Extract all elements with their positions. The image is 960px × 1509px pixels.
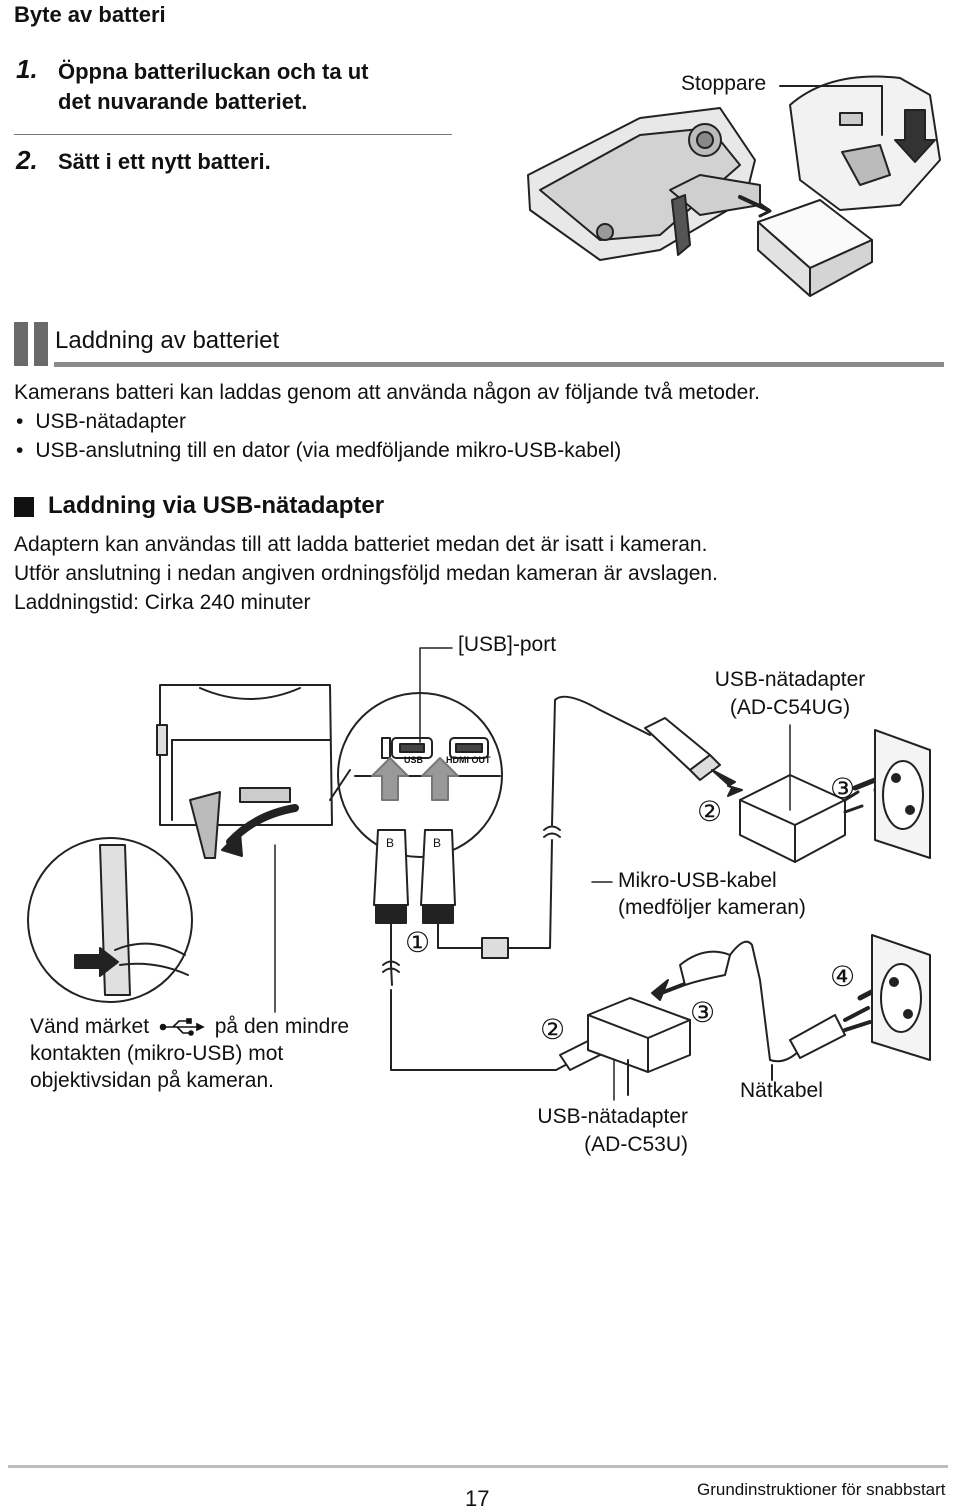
step2-text: Sätt i ett nytt batteri. [58, 149, 271, 174]
note-line1-post: på den mindre [214, 1015, 350, 1038]
adapter-ug-line1: USB-nätadapter [714, 668, 866, 691]
power-cable-label: Nätkabel [740, 1079, 823, 1102]
ad-c53u-adapter [587, 997, 691, 1096]
charging-time: Laddningstid: Cirka 240 minuter [14, 591, 311, 614]
orientation-note-line1: Vänd märket på den mindre [30, 1013, 349, 1040]
port-label-hdmi: HDMI OUT [446, 755, 491, 765]
adapter-paragraph-line2: Utför anslutning i nedan angiven ordning… [14, 562, 718, 585]
adapter-u-line1: USB-nätadapter [537, 1105, 688, 1128]
orientation-note-line3: objektivsidan på kameran. [30, 1069, 274, 1092]
step1-text-line2: det nuvarande batteriet. [58, 89, 308, 114]
footer-divider [8, 1465, 948, 1468]
orientation-note: Vänd märket på den mindre kontakten (mik… [30, 1013, 349, 1094]
step-2-marker: ② [697, 796, 723, 827]
step2-number: 2. [16, 145, 38, 175]
step1-text-line1: Öppna batteriluckan och ta ut [58, 59, 369, 84]
note-line1-pre: Vänd märket [30, 1015, 150, 1038]
heading-bar-block [34, 322, 48, 366]
adapter-ug-label: USB-nätadapter (AD-C54UG) [706, 666, 874, 722]
adapter-u-line2: (AD-C53U) [584, 1133, 688, 1156]
adapter-u-label: USB-nätadapter (AD-C53U) [520, 1103, 688, 1159]
camera-side-illustration [156, 684, 333, 859]
step1-number: 1. [16, 54, 38, 84]
port-label-usb: USB [404, 755, 424, 765]
ad-c54ug-adapter [739, 774, 898, 863]
subheading-square-icon [14, 497, 34, 517]
connector-b-label: B [433, 836, 442, 850]
adapter-ug-line2: (AD-C54UG) [729, 696, 851, 719]
usb-adapter-heading: Laddning via USB-nätadapter [48, 492, 385, 519]
step-3-marker: ③ [830, 773, 856, 804]
wall-socket-lower [871, 934, 931, 1061]
micro-usb-line1: Mikro-USB-kabel [618, 869, 777, 892]
page-number: 17 [465, 1486, 490, 1509]
charging-heading: Laddning av batteriet [55, 327, 280, 354]
battery-replace-title: Byte av batteri [14, 2, 166, 27]
step1-text: Öppna batteriluckan och ta ut det nuvara… [58, 57, 368, 117]
micro-usb-line2: (medföljer kameran) [618, 896, 806, 919]
heading-underline [54, 362, 944, 367]
step-4-marker: ④ [830, 961, 856, 992]
step-3-marker: ③ [690, 997, 716, 1028]
charging-intro: Kamerans batteri kan laddas genom att an… [14, 381, 760, 404]
section-heading-bar [14, 322, 944, 367]
orientation-note-line2: kontakten (mikro-USB) mot [30, 1042, 284, 1065]
method-item: USB-anslutning till en dator (via medföl… [16, 439, 621, 463]
usb-port-magnifier [329, 692, 503, 858]
step-divider [14, 134, 452, 135]
usb-a-plug [644, 717, 743, 797]
usb-symbol-icon [159, 1018, 205, 1037]
stopper-label: Stoppare [681, 72, 767, 95]
heading-bar-block [14, 322, 28, 366]
step-1-marker: ① [405, 927, 431, 958]
step-2-marker: ② [540, 1014, 566, 1045]
micro-usb-label: Mikro-USB-kabel (medföljer kameran) [618, 867, 806, 921]
usb-port-label: [USB]-port [458, 633, 557, 656]
camera-battery-illustration [527, 75, 941, 297]
guide-title: Grundinstruktioner för snabbstart [697, 1480, 946, 1499]
micro-usb-connectors [373, 695, 651, 1071]
insert-connector-magnifier [27, 837, 193, 1003]
method-item: USB-nätadapter [16, 410, 186, 434]
adapter-paragraph-line1: Adaptern kan användas till att ladda bat… [14, 533, 708, 556]
connector-b-label: B [386, 836, 395, 850]
wall-socket-upper [874, 729, 931, 859]
